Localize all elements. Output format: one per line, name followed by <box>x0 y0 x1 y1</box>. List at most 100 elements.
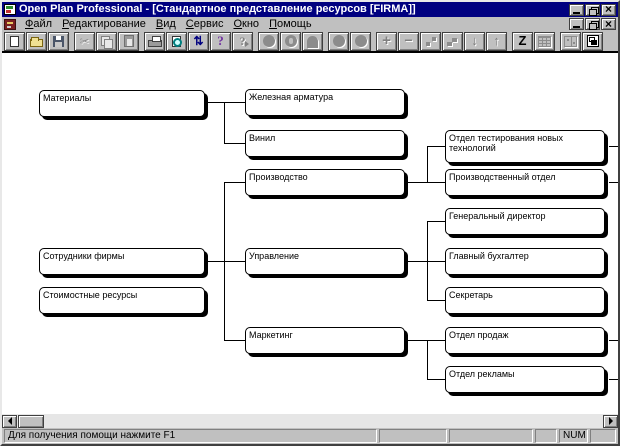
connector-line <box>609 340 618 341</box>
app-icon[interactable] <box>4 4 16 15</box>
resource-node[interactable]: Производство <box>245 169 405 196</box>
arch-tool-button <box>302 31 323 51</box>
menu-file[interactable]: Файл <box>25 17 53 30</box>
menu-window[interactable]: Окно <box>233 17 260 30</box>
open-button[interactable] <box>26 31 47 51</box>
resource-node[interactable]: Генеральный директор <box>445 208 605 235</box>
steps-button <box>442 31 463 51</box>
menu-edit[interactable]: Редактирование <box>62 17 146 30</box>
circle-label-icon <box>284 35 297 47</box>
steps-icon <box>446 35 459 48</box>
mdi-minimize-button[interactable] <box>569 18 584 30</box>
document-icon[interactable] <box>4 18 16 30</box>
toolbar <box>2 31 618 53</box>
window-split-button <box>560 31 581 51</box>
resource-node[interactable]: Маркетинг <box>245 327 405 354</box>
print-preview-button[interactable] <box>166 31 187 51</box>
scroll-right-button[interactable] <box>603 414 618 428</box>
grid-icon <box>538 35 551 47</box>
question-mark-icon <box>217 33 224 50</box>
scroll-left-button[interactable] <box>2 414 17 428</box>
circle-tool-3-button <box>328 31 349 51</box>
context-help-icon <box>240 33 246 50</box>
connector-line <box>427 261 445 262</box>
resource-node[interactable]: Отдел рекламы <box>445 366 605 393</box>
circle-icon <box>262 35 275 47</box>
resource-node[interactable]: Отдел продаж <box>445 327 605 354</box>
circle-tool-2-button <box>280 31 301 51</box>
print-button[interactable] <box>144 31 165 51</box>
status-message: Для получения помощи нажмите F1 <box>4 429 377 443</box>
menu-service[interactable]: Сервис <box>185 17 224 30</box>
mdi-restore-button[interactable] <box>585 18 600 30</box>
save-button[interactable] <box>48 31 69 51</box>
connector-line <box>224 102 225 143</box>
circle-icon <box>332 35 345 47</box>
sort-z-button[interactable] <box>512 31 533 51</box>
status-panel <box>535 429 557 443</box>
connector-line <box>427 340 428 379</box>
arch-icon <box>307 36 318 48</box>
fit-view-button[interactable] <box>582 31 603 51</box>
menu-help[interactable]: Помощь <box>269 17 312 30</box>
connector-line <box>224 143 245 144</box>
resource-node[interactable]: Секретарь <box>445 287 605 314</box>
resize-corner-icon <box>586 35 599 47</box>
connector-line <box>205 102 245 103</box>
connector-line <box>427 340 445 341</box>
remove-button <box>398 31 419 51</box>
status-panel <box>449 429 533 443</box>
close-button[interactable] <box>601 3 616 16</box>
connector-line <box>224 261 245 262</box>
status-panel <box>379 429 447 443</box>
connector-line <box>609 182 618 183</box>
circle-tool-1-button <box>258 31 279 51</box>
resource-node[interactable]: Железная арматура <box>245 89 405 116</box>
save-floppy-icon <box>53 35 64 47</box>
mdi-close-button[interactable] <box>601 18 616 30</box>
resource-node[interactable]: Материалы <box>39 90 205 117</box>
move-down-button <box>464 31 485 51</box>
connector-line <box>427 221 445 222</box>
connector-line <box>205 261 224 262</box>
arrow-up-icon <box>493 33 500 50</box>
arrow-left-icon <box>7 417 12 425</box>
restore-button[interactable] <box>585 3 600 16</box>
menu-bar: Файл Редактирование Вид Сервис Окно Помо… <box>2 17 618 31</box>
connector-line <box>427 300 445 301</box>
grid-view-button <box>534 31 555 51</box>
scrollbar-thumb[interactable] <box>18 414 44 428</box>
connector-line <box>427 146 428 182</box>
resource-node[interactable]: Винил <box>245 130 405 157</box>
context-help-button <box>232 31 253 51</box>
connector-line <box>609 379 618 380</box>
resource-node[interactable]: Главный бухгалтер <box>445 248 605 275</box>
resource-node[interactable]: Сотрудники фирмы <box>39 248 205 275</box>
new-document-icon <box>10 35 19 47</box>
resource-node[interactable]: Стоимостные ресурсы <box>39 287 205 314</box>
window-title: Open Plan Professional - [Стандартное пр… <box>19 3 416 15</box>
help-button[interactable] <box>210 31 231 51</box>
plus-icon <box>382 33 391 50</box>
arrow-right-icon <box>608 417 613 425</box>
new-document-button[interactable] <box>4 31 25 51</box>
recalculate-button[interactable] <box>188 31 209 51</box>
resource-tree-canvas[interactable]: Материалы Железная арматура Винил Произв… <box>2 53 618 414</box>
resource-node[interactable]: Управление <box>245 248 405 275</box>
connector-line <box>609 146 618 147</box>
print-preview-icon <box>172 35 182 47</box>
connector-line <box>224 182 245 183</box>
connector-line <box>405 261 427 262</box>
resource-node[interactable]: Производственный отдел <box>445 169 605 196</box>
menu-view[interactable]: Вид <box>155 17 176 30</box>
link-dots-icon <box>424 35 437 48</box>
minimize-button[interactable] <box>569 3 584 16</box>
resource-node[interactable]: Отдел тестирования новых технологий <box>445 130 605 163</box>
horizontal-scrollbar[interactable] <box>2 414 618 428</box>
cut-button <box>74 31 95 51</box>
clipboard-icon <box>123 35 134 47</box>
connector-line <box>427 221 428 300</box>
connector-line <box>405 182 445 183</box>
circle-icon <box>354 35 367 47</box>
